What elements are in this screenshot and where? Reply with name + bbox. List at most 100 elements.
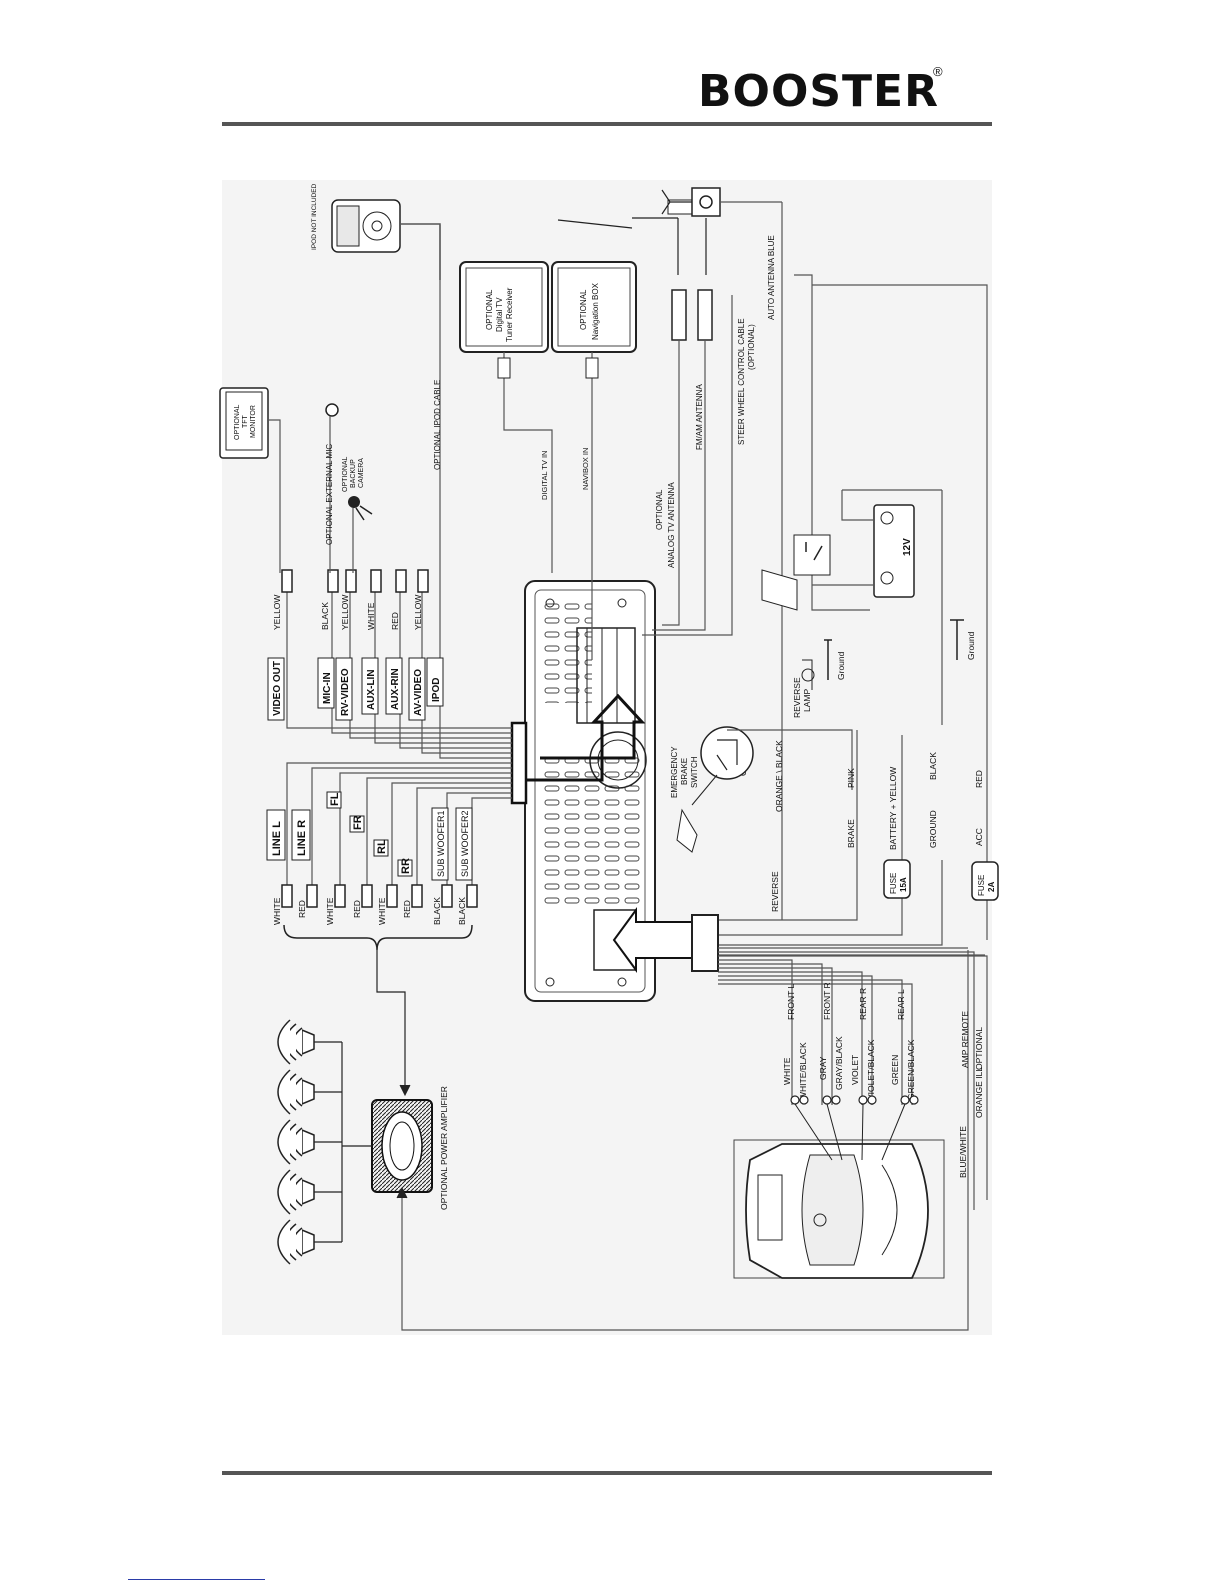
fuse-15a: FUSE 15A — [883, 859, 911, 899]
power-connector — [691, 914, 719, 972]
digital-tv-receiver — [459, 261, 553, 573]
jack-yellow-2: YELLOW — [340, 595, 350, 630]
steer-wheel-line-2: (OPTIONAL) — [747, 324, 756, 370]
label-video-out: VIDEO OUT — [272, 661, 283, 716]
wire-brake: BRAKE — [846, 819, 856, 848]
label-line-r: LINE R — [296, 820, 308, 856]
power-amplifier — [371, 1099, 433, 1193]
jack-red-2: RED — [297, 900, 307, 918]
battery-label: 12V — [902, 538, 913, 556]
brake-line-1: EMERGENCY — [670, 746, 679, 798]
wiring-diagram: VIDEO OUT MIC-IN RV-VIDEO AUX-LIN AUX-RI… — [219, 180, 999, 1335]
wire-violet-black: VIOLET/BLACK — [866, 1039, 876, 1100]
wire-white: WHITE — [782, 1057, 792, 1085]
monitor-line-1: OPTIONAL — [234, 404, 241, 440]
fuse-15a-line-2: 15A — [899, 877, 908, 892]
amp-remote: AMP REMOTE — [960, 1011, 970, 1068]
wire-pink: PINK — [846, 768, 856, 788]
brand-name: BOOSTER — [698, 66, 939, 117]
front-r: FRONT R — [822, 982, 832, 1020]
jack-red-4: RED — [402, 900, 412, 918]
backup-camera — [348, 496, 373, 573]
wire-blue-white: BLUE/WHITE — [958, 1126, 968, 1178]
reverse-lamp-line-1: REVERSE — [792, 677, 802, 718]
arrow-top — [525, 693, 646, 782]
jack-white-2: WHITE — [272, 897, 282, 925]
fuse-2a: FUSE 2A — [971, 861, 999, 901]
ground-label-1: Ground — [836, 651, 846, 680]
label-fr: FR — [352, 815, 364, 830]
wire-ground: GROUND — [928, 810, 938, 848]
wire-reverse: REVERSE — [770, 871, 780, 912]
wire-green-black: GREEN/BLACK — [906, 1039, 916, 1100]
wire-black: BLACK — [928, 752, 938, 780]
bracket — [283, 924, 473, 951]
label-fl: FL — [329, 792, 341, 806]
battery — [873, 504, 915, 598]
speaker-terminals — [790, 1095, 919, 1105]
jack-yellow-1: YELLOW — [272, 595, 282, 630]
nav-line-1: OPTIONAL — [579, 289, 588, 330]
ignition-switch — [793, 534, 831, 576]
fuse-2a-line-2: 2A — [987, 882, 996, 892]
external-mic-label: OPTIONAL EXTERNAL MIC — [325, 444, 334, 545]
ipod-device — [331, 199, 441, 280]
jack-white-3: WHITE — [325, 897, 335, 925]
wire-green: GREEN — [890, 1055, 900, 1085]
amplifier-label: OPTIONAL POWER AMPLIFIER — [439, 1086, 449, 1210]
front-l: FRONT L — [786, 984, 796, 1020]
wire-white-black: WHITE/BLACK — [798, 1042, 808, 1100]
tv-line-1: OPTIONAL — [485, 289, 494, 330]
wire-acc: ACC — [974, 828, 984, 846]
antenna-plugs — [557, 187, 721, 631]
speakers — [277, 1019, 315, 1265]
head-unit — [510, 580, 656, 1002]
header-rule — [222, 122, 992, 126]
arrow-bottom — [612, 906, 693, 974]
brake-line-3: SWITCH — [690, 756, 699, 788]
steer-wheel-line-1: STEER WHEEL CONTROL CABLE — [737, 318, 746, 445]
label-sub-woofer-1: SUB WOOFER1 — [436, 810, 446, 877]
fuse-15a-line-1: FUSE — [889, 873, 898, 894]
jack-red-3: RED — [352, 900, 362, 918]
wire-violet: VIOLET — [850, 1055, 860, 1085]
analog-tv-line-2: ANALOG TV ANTENNA — [667, 482, 676, 568]
brake-switch — [676, 726, 754, 853]
brake-line-2: BRAKE — [680, 758, 689, 785]
registered-mark: ® — [933, 64, 943, 79]
navibox-in-label: NAVIBOX IN — [581, 448, 590, 490]
monitor-line-2: TFT — [242, 414, 249, 428]
jack-white-4: WHITE — [377, 897, 387, 925]
jack-black-2: BLACK — [432, 897, 442, 925]
camera-line-2: BACKUP — [350, 459, 357, 488]
tft-monitor — [219, 387, 281, 573]
label-rr: RR — [400, 858, 412, 874]
camera-line-3: CAMERA — [358, 458, 365, 488]
fuse-2a-line-1: FUSE — [977, 875, 986, 896]
footer-rule — [222, 1471, 992, 1475]
digital-tv-in-label: DIGITAL TV IN — [540, 451, 549, 500]
rear-l: REAR L — [896, 989, 906, 1020]
monitor-line-3: MONITOR — [250, 405, 257, 438]
rear-r: REAR R — [858, 988, 868, 1020]
wire-orange-black: ORANGE \ BLACK — [774, 740, 784, 812]
fm-am-antenna-label: FM/AM ANTENNA — [695, 384, 704, 450]
ipod-note: IPOD NOT INCLUDED — [311, 183, 318, 250]
ground-label-2: Ground — [966, 631, 976, 660]
jack-white-1: WHITE — [366, 602, 376, 630]
nav-line-2: Navigation BOX — [591, 282, 600, 340]
jack-black-1: BLACK — [320, 602, 330, 630]
navigation-box — [551, 261, 637, 660]
label-av-video: AV-VIDEO — [413, 669, 424, 716]
label-aux-rin: AUX-RIN — [390, 668, 401, 710]
tv-line-3: Tuner Receiver — [505, 287, 514, 342]
wire-gray-black: GRAY/BLACK — [834, 1036, 844, 1090]
wire-orange-ill: ORANGE ILL — [974, 1067, 984, 1118]
label-ipod: IPOD — [431, 678, 442, 702]
tv-line-2: Digital TV — [495, 297, 504, 332]
label-aux-lin: AUX-LIN — [366, 669, 377, 710]
ipod-cable-label: OPTIONAL IPOD CABLE — [433, 380, 442, 470]
reverse-lamp — [761, 569, 815, 690]
camera-line-1: OPTIONAL — [342, 456, 349, 492]
analog-tv-line-1: OPTIONAL — [655, 489, 664, 530]
